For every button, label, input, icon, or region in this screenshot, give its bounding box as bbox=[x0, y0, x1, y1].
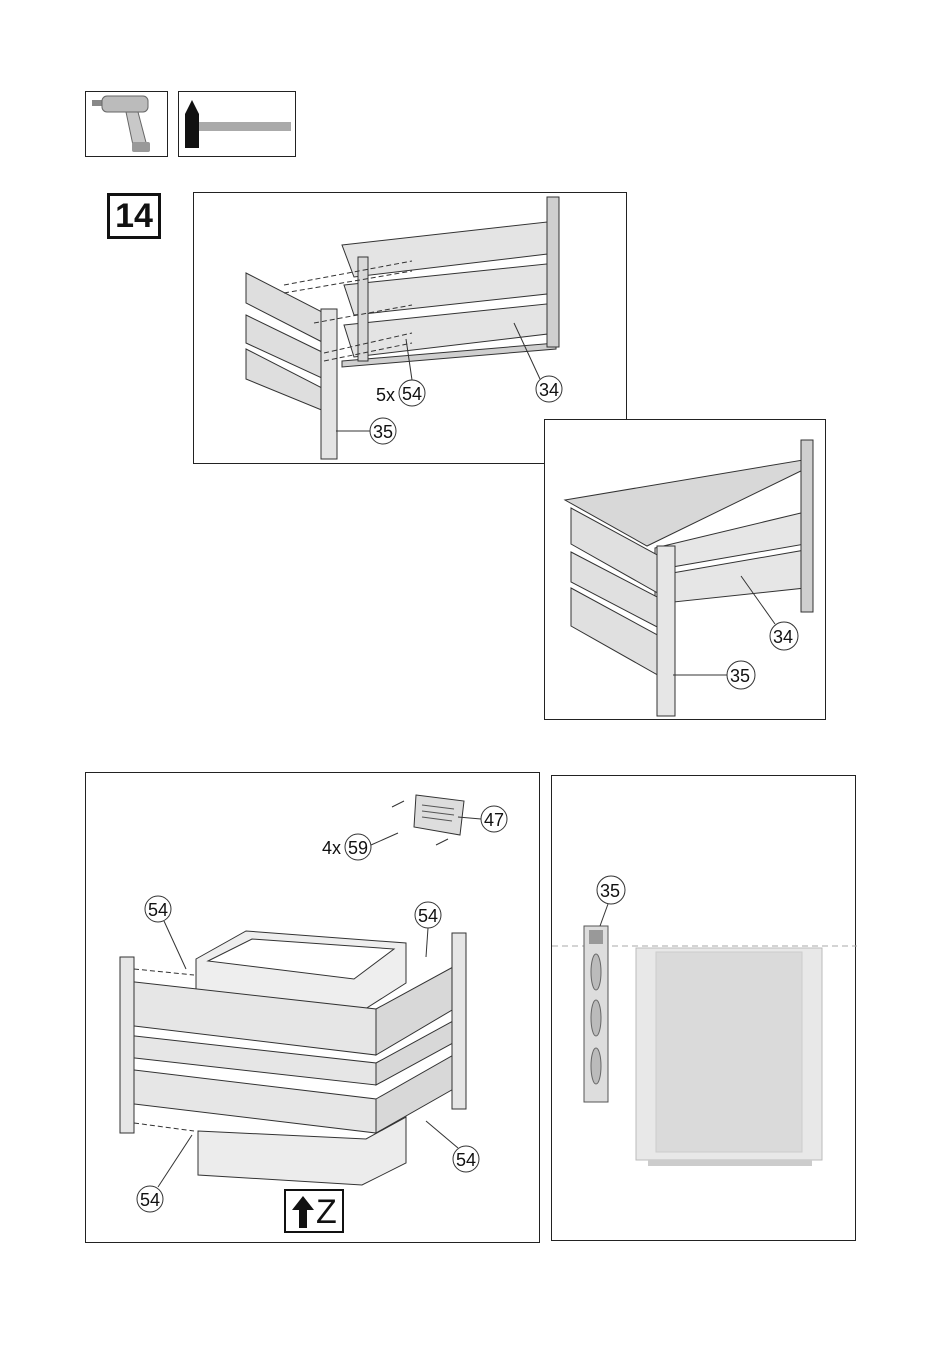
callout-54-bottom-right: 54 bbox=[456, 1150, 476, 1170]
panel-post-detail: 35 bbox=[551, 775, 856, 1241]
left-wall-boards bbox=[246, 273, 324, 411]
callout-54-top-left: 54 bbox=[148, 900, 168, 920]
orientation-marker: Z bbox=[284, 1189, 344, 1233]
callout-35: 35 bbox=[373, 422, 393, 442]
hammer-tool-box bbox=[178, 91, 296, 157]
full-enclosure-drawing: 47 4x 59 54 54 54 5 bbox=[86, 773, 541, 1244]
post-detail-drawing: 35 bbox=[552, 776, 857, 1242]
callout-54-bottom-left: 54 bbox=[140, 1190, 160, 1210]
orientation-letter: Z bbox=[316, 1192, 337, 1232]
callout-47: 47 bbox=[484, 810, 504, 830]
callout-35: 35 bbox=[730, 666, 750, 686]
assembled-corner-drawing: 34 35 bbox=[545, 420, 827, 721]
callout-54-top-right: 54 bbox=[418, 906, 438, 926]
drill-icon bbox=[86, 92, 169, 158]
post-35 bbox=[321, 309, 337, 459]
arrow-up-icon bbox=[288, 1192, 318, 1232]
info-plate-47 bbox=[414, 795, 464, 835]
plate-screw-qty: 4x bbox=[322, 838, 341, 858]
hammer-icon bbox=[179, 92, 297, 158]
callout-59: 59 bbox=[348, 838, 368, 858]
panel-full-enclosure: 47 4x 59 54 54 54 5 bbox=[85, 772, 540, 1243]
callout-34: 34 bbox=[539, 380, 559, 400]
callout-54: 54 bbox=[402, 384, 422, 404]
panel-assembled-corner: 34 35 bbox=[544, 419, 826, 720]
screw-qty-label: 5x bbox=[376, 385, 395, 405]
step-number: 14 bbox=[107, 193, 161, 239]
callout-34: 34 bbox=[773, 627, 793, 647]
post-right bbox=[547, 197, 559, 347]
drill-tool-box bbox=[85, 91, 168, 157]
callout-35: 35 bbox=[600, 881, 620, 901]
